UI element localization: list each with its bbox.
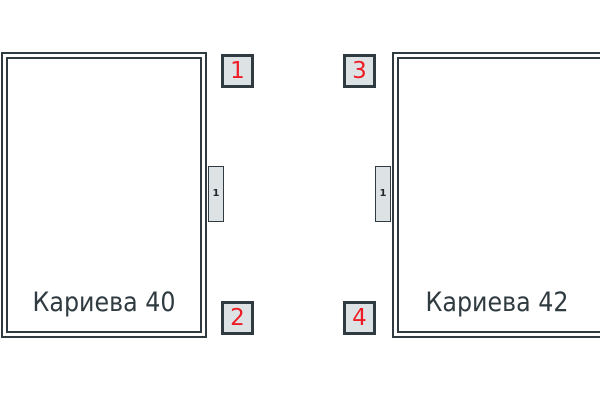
position-marker-3: 3 xyxy=(343,54,376,88)
building-inner-outline xyxy=(397,57,600,333)
building-inner-outline xyxy=(6,57,202,333)
entrance-marker-left: 1 xyxy=(208,166,224,222)
position-marker-2: 2 xyxy=(221,301,254,335)
building-kariyeva-42: Кариева 42 xyxy=(392,52,600,338)
building-label: Кариева 40 xyxy=(32,287,176,318)
entrance-marker-right: 1 xyxy=(375,166,391,222)
position-marker-1: 1 xyxy=(221,54,254,88)
position-marker-4: 4 xyxy=(343,301,376,335)
building-kariyeva-40: Кариева 40 xyxy=(1,52,207,338)
building-label: Кариева 42 xyxy=(425,287,569,318)
